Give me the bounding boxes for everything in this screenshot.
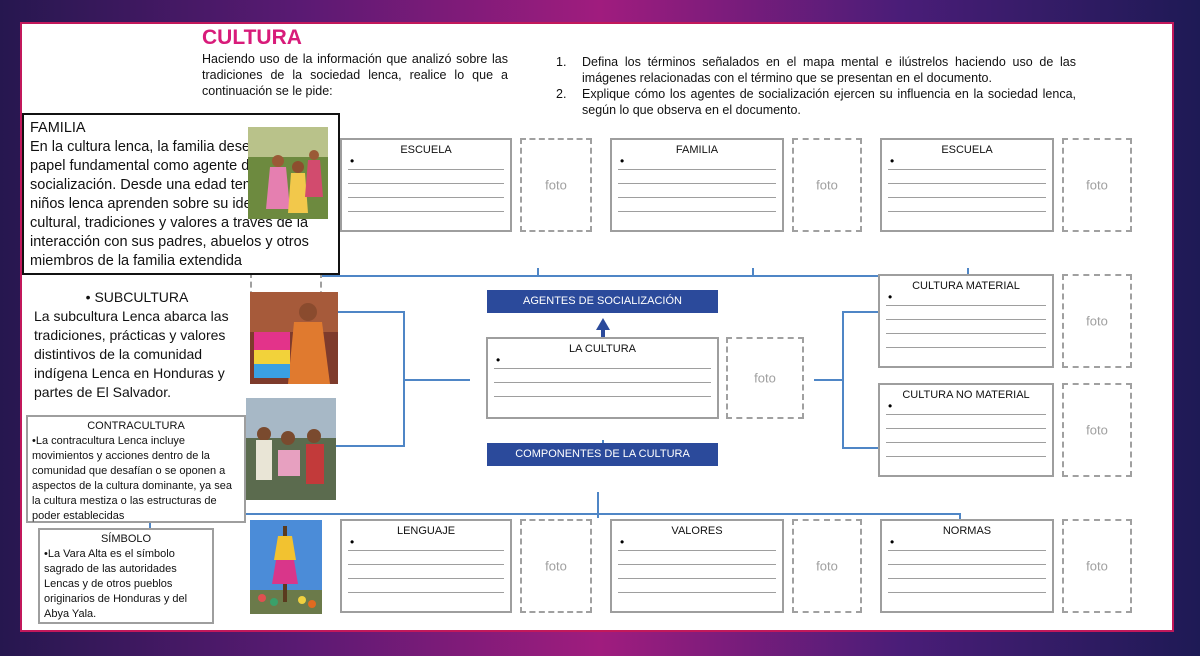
card-title: LA CULTURA bbox=[568, 343, 637, 355]
foto-placeholder[interactable]: foto bbox=[1062, 138, 1132, 232]
intro-text: Haciendo uso de la información que anali… bbox=[202, 52, 508, 98]
bullet: • bbox=[350, 154, 355, 168]
componentes-cultura-label: COMPONENTES DE LA CULTURA bbox=[487, 443, 718, 466]
instruction-number: 2. bbox=[556, 87, 567, 101]
instruction-item: 2. Explique cómo los agentes de socializa… bbox=[556, 86, 1076, 118]
card-title: ESCUELA bbox=[941, 144, 993, 156]
contracultura-text: •La contracultura Lenca incluye movimien… bbox=[32, 435, 232, 522]
bullet: • bbox=[890, 154, 895, 168]
contracultura-heading: CONTRACULTURA bbox=[87, 420, 185, 432]
simbolo-heading: SÍMBOLO bbox=[100, 533, 152, 545]
bullet: • bbox=[888, 399, 893, 413]
card-cultura-no-material[interactable]: CULTURA NO MATERIAL • bbox=[878, 383, 1054, 477]
foto-label: foto bbox=[545, 177, 567, 193]
instructions-list: 1. Defina los términos señalados en el ma… bbox=[556, 54, 1076, 118]
card-escuela-2[interactable]: ESCUELA • bbox=[880, 138, 1054, 232]
family-photo bbox=[248, 127, 328, 219]
foto-placeholder[interactable]: foto bbox=[1062, 383, 1132, 477]
card-familia[interactable]: FAMILIA • bbox=[610, 138, 784, 232]
instruction-number: 1. bbox=[556, 55, 567, 69]
card-title: LENGUAJE bbox=[396, 525, 456, 537]
foto-placeholder[interactable]: foto bbox=[1062, 274, 1132, 368]
foto-label: foto bbox=[1086, 422, 1108, 438]
familia-heading: FAMILIA bbox=[30, 120, 86, 136]
foto-placeholder[interactable]: foto bbox=[792, 519, 862, 613]
foto-label: foto bbox=[754, 370, 776, 386]
card-title: FAMILIA bbox=[675, 144, 719, 156]
card-cultura-material[interactable]: CULTURA MATERIAL • bbox=[878, 274, 1054, 368]
foto-placeholder[interactable]: foto bbox=[726, 337, 804, 419]
subculture-photo bbox=[250, 292, 338, 384]
foto-label: foto bbox=[1086, 558, 1108, 574]
foto-label: foto bbox=[1086, 313, 1108, 329]
foto-label: foto bbox=[816, 558, 838, 574]
foto-label: foto bbox=[816, 177, 838, 193]
card-escuela[interactable]: ESCUELA • bbox=[340, 138, 512, 232]
card-normas[interactable]: NORMAS • bbox=[880, 519, 1054, 613]
counterculture-photo bbox=[246, 398, 336, 500]
bullet: • bbox=[890, 535, 895, 549]
bullet: • bbox=[620, 535, 625, 549]
instruction-item: 1. Defina los términos señalados en el ma… bbox=[556, 54, 1076, 86]
instruction-text: Explique cómo los agentes de socializaci… bbox=[582, 87, 1076, 117]
card-lenguaje[interactable]: LENGUAJE • bbox=[340, 519, 512, 613]
simbolo-box: SÍMBOLO •La Vara Alta es el símbolo sagr… bbox=[38, 528, 214, 624]
agentes-socializacion-label: AGENTES DE SOCIALIZACIÓN bbox=[487, 290, 718, 313]
bullet: • bbox=[350, 535, 355, 549]
instruction-text: Defina los términos señalados en el mapa… bbox=[582, 55, 1076, 85]
foto-placeholder[interactable]: foto bbox=[1062, 519, 1132, 613]
contracultura-box: CONTRACULTURA •La contracultura Lenca in… bbox=[26, 415, 246, 523]
foto-label: foto bbox=[545, 558, 567, 574]
subcultura-block: • SUBCULTURA La subcultura Lenca abarca … bbox=[34, 288, 240, 402]
bullet: • bbox=[888, 290, 893, 304]
simbolo-text: •La Vara Alta es el símbolo sagrado de l… bbox=[44, 548, 188, 620]
subcultura-text: La subcultura Lenca abarca las tradicion… bbox=[34, 308, 229, 400]
foto-label: foto bbox=[1086, 177, 1108, 193]
card-la-cultura[interactable]: LA CULTURA • bbox=[486, 337, 719, 419]
bullet: • bbox=[620, 154, 625, 168]
symbol-photo bbox=[250, 520, 322, 614]
card-title: VALORES bbox=[671, 525, 723, 537]
subcultura-heading: • SUBCULTURA bbox=[85, 289, 189, 305]
card-title: CULTURA MATERIAL bbox=[912, 280, 1020, 292]
card-title: NORMAS bbox=[942, 525, 992, 537]
foto-placeholder[interactable]: foto bbox=[520, 138, 592, 232]
foto-placeholder[interactable]: foto bbox=[520, 519, 592, 613]
bullet: • bbox=[496, 353, 501, 367]
card-valores[interactable]: VALORES • bbox=[610, 519, 784, 613]
card-title: CULTURA NO MATERIAL bbox=[902, 389, 1030, 401]
foto-placeholder[interactable]: foto bbox=[792, 138, 862, 232]
familia-text: En la cultura lenca, la familia desempeñ… bbox=[30, 139, 319, 269]
page-title: CULTURA bbox=[202, 26, 302, 49]
card-title: ESCUELA bbox=[400, 144, 452, 156]
